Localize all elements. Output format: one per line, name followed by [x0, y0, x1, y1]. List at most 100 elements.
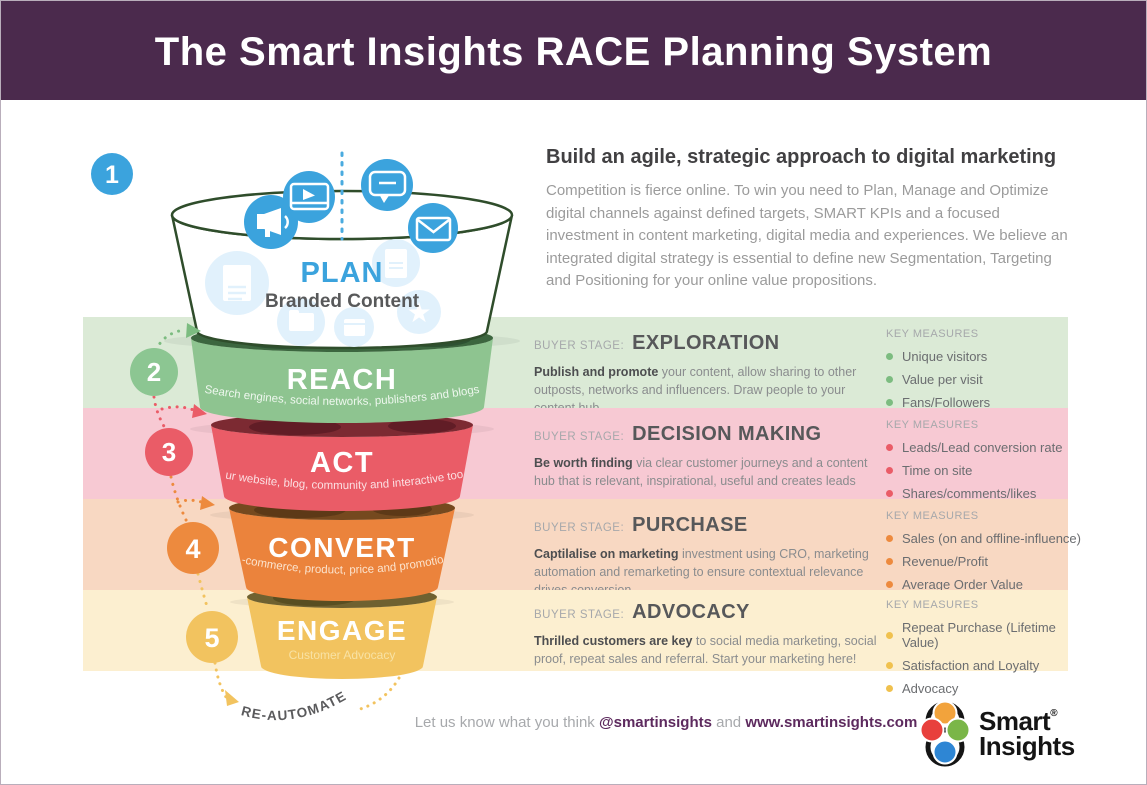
bullet-dot	[886, 353, 893, 360]
stage-head: BUYER STAGE: DECISION MAKING	[534, 423, 889, 446]
website-link[interactable]: www.smartinsights.com	[745, 714, 918, 731]
stage-lead: Thrilled customers are key	[534, 634, 693, 648]
race-band-act: BUYER STAGE: DECISION MAKING Be worth fi…	[83, 408, 1068, 501]
list-item: Repeat Purchase (Lifetime Value)	[886, 620, 1096, 650]
smart-insights-logo: Smart® Insights	[917, 696, 1075, 772]
list-item: Shares/comments/likes	[886, 486, 1096, 501]
intro-section: Build an agile, strategic approach to di…	[546, 146, 1074, 293]
logo-word-smart: Smart	[979, 706, 1051, 737]
document-icon	[205, 251, 269, 315]
stage-head: BUYER STAGE: ADVOCACY	[534, 601, 889, 624]
key-measures-act: KEY MEASURES Leads/Lead conversion rate …	[886, 419, 1096, 509]
measure-label: Revenue/Profit	[902, 554, 988, 569]
stage-name: DECISION MAKING	[632, 423, 822, 445]
bullet-dot	[886, 444, 893, 451]
smart-insights-logo-text: Smart® Insights	[979, 706, 1075, 761]
list-item: Advocacy	[886, 681, 1096, 696]
stage-head: BUYER STAGE: EXPLORATION	[534, 332, 889, 355]
stage-rest: via clear customer journeys and a conten…	[534, 456, 868, 489]
stage-name: PURCHASE	[632, 514, 748, 536]
bullet-dot	[886, 581, 893, 588]
key-measures-reach: KEY MEASURES Unique visitors Value per v…	[886, 328, 1096, 418]
stage-lead: Publish and promote	[534, 365, 659, 379]
buyer-stage-advocacy: BUYER STAGE: ADVOCACY Thrilled customers…	[534, 601, 889, 668]
list-item: Fans/Followers	[886, 395, 1096, 410]
buyer-stage-decision-making: BUYER STAGE: DECISION MAKING Be worth fi…	[534, 423, 889, 490]
list-item: Sales (on and offline-influence)	[886, 531, 1096, 546]
reautomate-label: RE-AUTOMATE	[240, 688, 349, 723]
email-icon	[408, 203, 458, 253]
key-measures-list: Unique visitors Value per visit Fans/Fol…	[886, 349, 1096, 410]
bullet-dot	[886, 490, 893, 497]
bullet-dot	[886, 467, 893, 474]
measure-label: Satisfaction and Loyalty	[902, 658, 1040, 673]
list-item: Unique visitors	[886, 349, 1096, 364]
bullet-dot	[886, 535, 893, 542]
key-measures-list: Leads/Lead conversion rate Time on site …	[886, 440, 1096, 501]
buyer-stage-label: BUYER STAGE:	[534, 431, 625, 443]
footer-prefix: Let us know what you think	[414, 714, 599, 731]
bullet-dot	[886, 376, 893, 383]
race-band-engage: BUYER STAGE: ADVOCACY Thrilled customers…	[83, 590, 1068, 696]
stage-name: ADVOCACY	[632, 601, 750, 623]
logo-word-insights: Insights	[979, 731, 1075, 761]
measure-label: Fans/Followers	[902, 395, 991, 410]
social-handle-link[interactable]: @smartinsights	[598, 714, 712, 731]
plan-sublabel: Branded Content	[265, 291, 420, 312]
stage-head: BUYER STAGE: PURCHASE	[534, 514, 889, 537]
measure-label: Sales (on and offline-influence)	[902, 531, 1081, 546]
list-item: Leads/Lead conversion rate	[886, 440, 1096, 455]
chat-icon	[361, 159, 413, 211]
measure-label: Unique visitors	[902, 349, 988, 364]
page-title: The Smart Insights RACE Planning System	[154, 30, 993, 74]
key-measures-label: KEY MEASURES	[886, 599, 979, 611]
video-icon	[283, 171, 335, 223]
list-item: Average Order Value	[886, 577, 1096, 592]
document-icon	[372, 239, 420, 287]
key-measures-label: KEY MEASURES	[886, 419, 979, 431]
measure-label: Average Order Value	[902, 577, 1023, 592]
footer-note: Let us know what you think @smartinsight…	[386, 714, 946, 731]
bullet-dot	[886, 662, 893, 669]
key-measures-engage: KEY MEASURES Repeat Purchase (Lifetime V…	[886, 599, 1096, 704]
intro-body: Competition is fierce online. To win you…	[546, 182, 1068, 289]
measure-label: Value per visit	[902, 372, 983, 387]
plan-label: PLAN	[301, 257, 384, 289]
key-measures-label: KEY MEASURES	[886, 510, 979, 522]
reautomate-loop: RE-AUTOMATE	[213, 661, 401, 723]
footer-connector: and	[711, 714, 746, 731]
measure-label: Leads/Lead conversion rate	[902, 440, 1063, 455]
stage-description: Thrilled customers are key to social med…	[534, 632, 882, 668]
svg-text:1: 1	[105, 161, 119, 189]
race-band-convert: BUYER STAGE: PURCHASE Captilalise on mar…	[83, 499, 1081, 597]
key-measures-list: Repeat Purchase (Lifetime Value) Satisfa…	[886, 620, 1096, 696]
bullet-dot	[886, 685, 893, 692]
buyer-stage-purchase: BUYER STAGE: PURCHASE Captilalise on mar…	[534, 514, 889, 599]
bullet-dot	[886, 399, 893, 406]
race-band-reach: BUYER STAGE: EXPLORATION Publish and pro…	[83, 317, 1068, 415]
smart-insights-logo-icon	[919, 700, 971, 767]
registered-mark: ®	[1050, 708, 1058, 720]
buyer-stage-label: BUYER STAGE:	[534, 522, 625, 534]
stage-lead: Captilalise on marketing	[534, 547, 679, 561]
bullet-dot	[886, 631, 893, 639]
intro-heading: Build an agile, strategic approach to di…	[546, 146, 1057, 168]
bullet-dot	[886, 558, 893, 565]
step-circle-1: 1	[91, 153, 133, 195]
list-item: Time on site	[886, 463, 1096, 478]
measure-label: Shares/comments/likes	[902, 486, 1037, 501]
key-measures-convert: KEY MEASURES Sales (on and offline-influ…	[886, 510, 1096, 600]
list-item: Value per visit	[886, 372, 1096, 387]
stage-description: Be worth finding via clear customer jour…	[534, 454, 882, 490]
header-bar: The Smart Insights RACE Planning System	[1, 1, 1146, 100]
stage-rest: to social media marketing, social proof,…	[534, 634, 877, 667]
plan-channel-icons	[244, 159, 458, 253]
measure-label: Time on site	[902, 463, 973, 478]
measure-label: Repeat Purchase (Lifetime Value)	[902, 620, 1056, 650]
measure-label: Advocacy	[902, 681, 959, 696]
megaphone-icon	[244, 195, 298, 249]
buyer-stage-label: BUYER STAGE:	[534, 340, 625, 352]
list-item: Satisfaction and Loyalty	[886, 658, 1096, 673]
key-measures-label: KEY MEASURES	[886, 328, 979, 340]
